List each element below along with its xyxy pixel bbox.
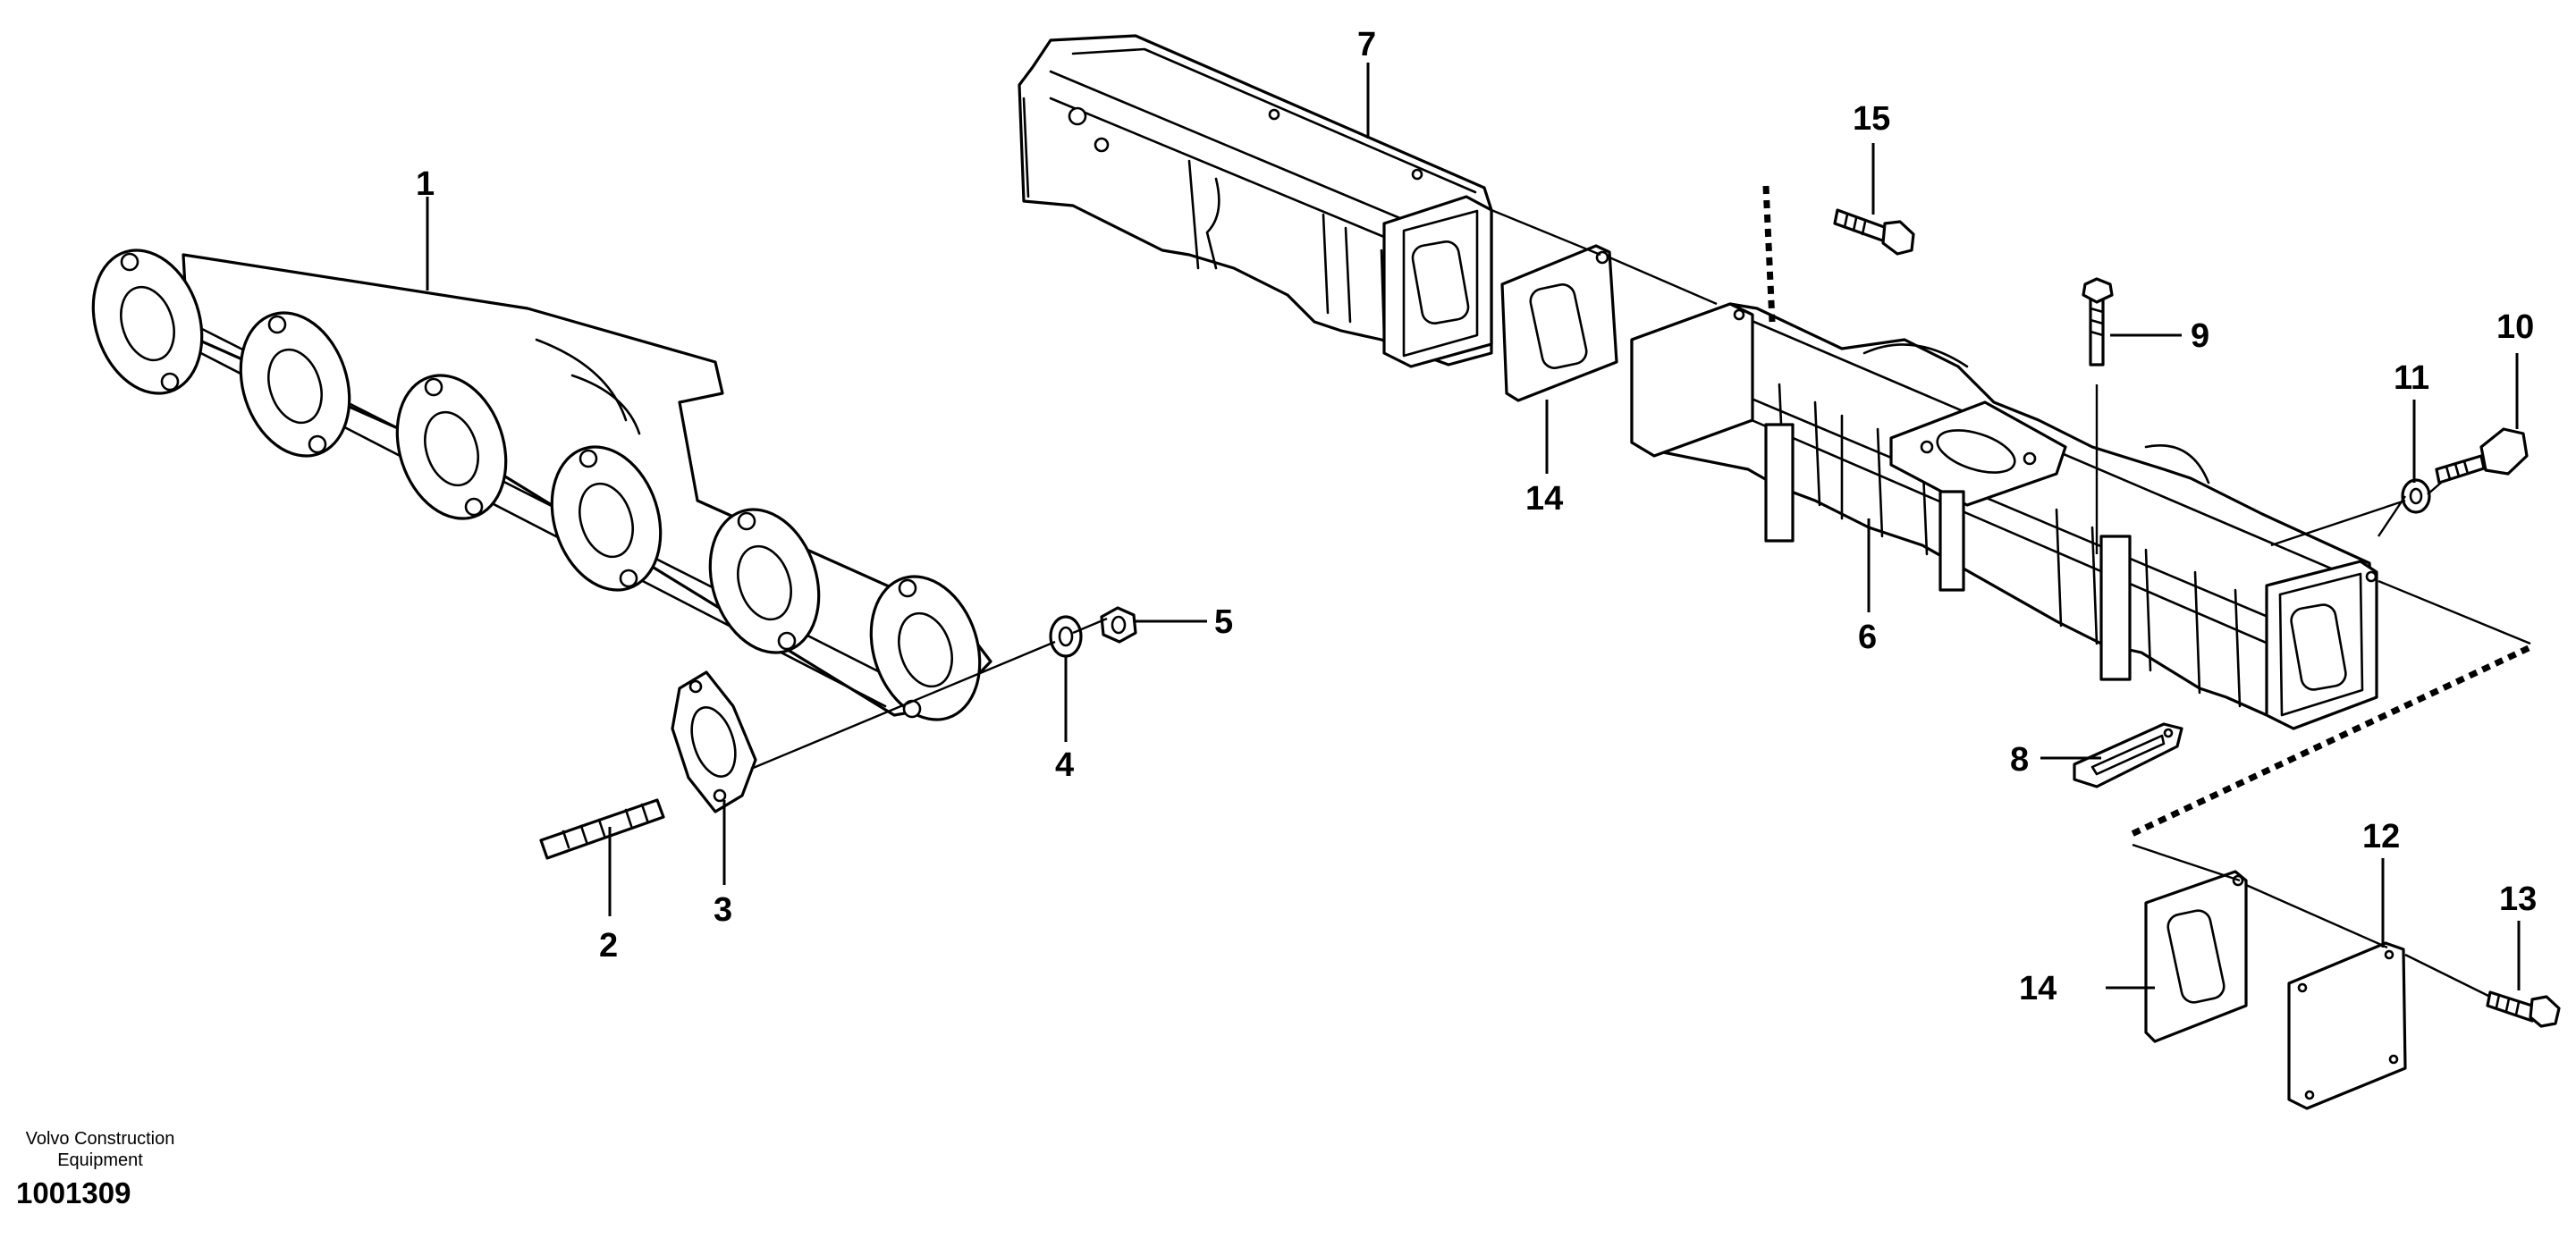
bolt-part-9 xyxy=(2082,277,2114,367)
bolt-part-10 xyxy=(2435,427,2529,484)
gasket-part-14-upper xyxy=(1500,244,1618,402)
callout-10: 10 xyxy=(2496,308,2534,346)
callout-11: 11 xyxy=(2394,359,2429,397)
callout-2: 2 xyxy=(599,927,618,965)
stud-part-2 xyxy=(539,798,665,860)
gasket-part-3 xyxy=(671,670,757,813)
callout-15: 15 xyxy=(1853,100,1890,138)
callout-3: 3 xyxy=(714,891,732,929)
gasket-part-14-lower xyxy=(2144,870,2248,1043)
callout-9: 9 xyxy=(2191,317,2209,355)
callout-13: 13 xyxy=(2499,880,2537,918)
manifold-flange-4 xyxy=(550,445,663,592)
cover-plate-part-12 xyxy=(2287,941,2407,1110)
washer-part-4 xyxy=(1049,615,1083,658)
gasket-part-8 xyxy=(2073,722,2183,788)
manifold-flange-1 xyxy=(91,249,204,395)
callout-numbers: 1 2 3 4 5 6 7 8 9 10 11 12 13 14 14 15 xyxy=(416,26,2537,1007)
nut-part-5 xyxy=(1100,606,1137,644)
document-number: 1001309 xyxy=(16,1176,131,1209)
callout-8: 8 xyxy=(2010,741,2029,779)
manifold-flange-5 xyxy=(708,508,821,654)
callout-14-upper: 14 xyxy=(1525,480,1563,518)
manifold-flange-2 xyxy=(239,311,351,458)
callout-14-lower: 14 xyxy=(2019,970,2057,1007)
callout-6: 6 xyxy=(1858,619,1877,656)
callout-5: 5 xyxy=(1214,603,1233,641)
callout-7: 7 xyxy=(1357,26,1376,63)
assembly-axis-lines xyxy=(750,208,2531,998)
manifold-section-part-6 xyxy=(1630,302,2378,730)
callout-1: 1 xyxy=(416,165,435,203)
company-line-2: Equipment xyxy=(57,1150,143,1170)
exhaust-manifold-part-1 xyxy=(91,249,992,721)
callout-12: 12 xyxy=(2362,818,2400,855)
manifold-flange-3 xyxy=(395,374,508,520)
company-name: Volvo Construction Equipment xyxy=(7,1128,193,1171)
bolt-part-13 xyxy=(2486,990,2561,1028)
callout-4: 4 xyxy=(1055,746,1074,784)
dashed-connection-lines xyxy=(1762,185,2530,839)
washer-part-11 xyxy=(2401,478,2431,514)
callout-leaders xyxy=(426,63,2521,990)
bolt-part-15 xyxy=(1833,208,1915,256)
manifold-section-part-7 xyxy=(1018,34,1493,368)
company-line-1: Volvo Construction xyxy=(25,1129,175,1149)
